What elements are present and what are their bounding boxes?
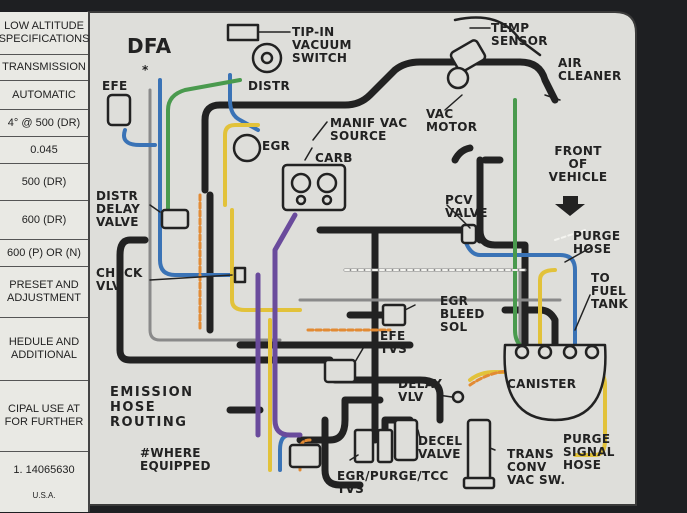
vac-motor-label: VAC MOTOR [426, 107, 478, 134]
table-row: 1. 14065630 [13, 463, 75, 476]
front-of-vehicle-label: FRONT OF VEHICLE [548, 144, 608, 184]
table-row: 600 (DR) [0, 201, 88, 240]
egr-label: EGR [262, 139, 291, 153]
table-row: 600 (P) OR (N) [0, 240, 88, 267]
vacuum-hoses-blue [122, 73, 577, 472]
hoses-highlight [344, 229, 586, 271]
emission-hose-routing-title: EMISSION HOSE ROUTING [110, 385, 194, 430]
to-fuel-tank-label: TO FUEL TANK [591, 271, 629, 311]
vacuum-hoses-purple [255, 212, 303, 438]
egr-purge-tcc-tvs-label: EGR/PURGE/TCC TVS [337, 469, 449, 496]
purge-hose-label: PURGE HOSE [573, 229, 621, 256]
table-row: TRANSMISSION [0, 55, 88, 81]
table-row: PRESET AND ADJUSTMENT [0, 267, 88, 318]
table-row: 0.045 [0, 137, 88, 164]
table-row: CIPAL USE AT FOR FURTHER [0, 381, 88, 452]
table-row: LOW ALTITUDE SPECIFICATIONS [0, 12, 89, 55]
diagram-code: DFA [127, 34, 172, 58]
where-equipped-star: * [142, 63, 149, 77]
where-equipped-note: #WHERE EQUIPPED [140, 446, 211, 473]
tip-in-vacuum-switch-label: TIP-IN VACUUM SWITCH [292, 25, 352, 65]
purge-signal-hose-label: PURGE SIGNAL HOSE [563, 432, 615, 472]
footer-small-text: U.S.A. [32, 490, 56, 500]
table-row: 4° @ 500 (DR) [0, 110, 88, 137]
trans-conv-vac-sw-label: TRANS CONV VAC SW. [507, 447, 566, 487]
pcv-valve-label: PCV VALVE [445, 193, 488, 220]
table-row: AUTOMATIC [0, 81, 88, 110]
efe-tvs-label: EFE TVS [380, 329, 408, 356]
table-row: HEDULE AND ADDITIONAL [0, 318, 88, 381]
delay-valve-label: DELAY VLV [398, 377, 443, 404]
decel-valve-label: DECEL VALVE [418, 434, 463, 461]
temp-sensor-label: TEMP SENSOR [491, 21, 548, 48]
check-valve-label: CHECK VLV [96, 266, 143, 293]
efe-label: EFE [102, 79, 128, 93]
distr-delay-valve-label: DISTR DELAY VALVE [96, 189, 141, 229]
components [106, 16, 607, 490]
air-cleaner-label: AIR CLEANER [558, 56, 622, 83]
leader-lines [149, 27, 591, 461]
manif-vac-source-label: MANIF VAC SOURCE [330, 116, 408, 143]
specification-table: LOW ALTITUDE SPECIFICATIONS TRANSMISSION… [0, 12, 90, 512]
carb-label: CARB [315, 151, 353, 165]
distr-label: DISTR [248, 79, 290, 93]
table-row: 500 (DR) [0, 164, 88, 201]
egr-bleed-sol-label: EGR BLEED SOL [440, 294, 485, 334]
front-arrow-icon [555, 196, 585, 216]
canister-label: CANISTER [507, 377, 577, 391]
